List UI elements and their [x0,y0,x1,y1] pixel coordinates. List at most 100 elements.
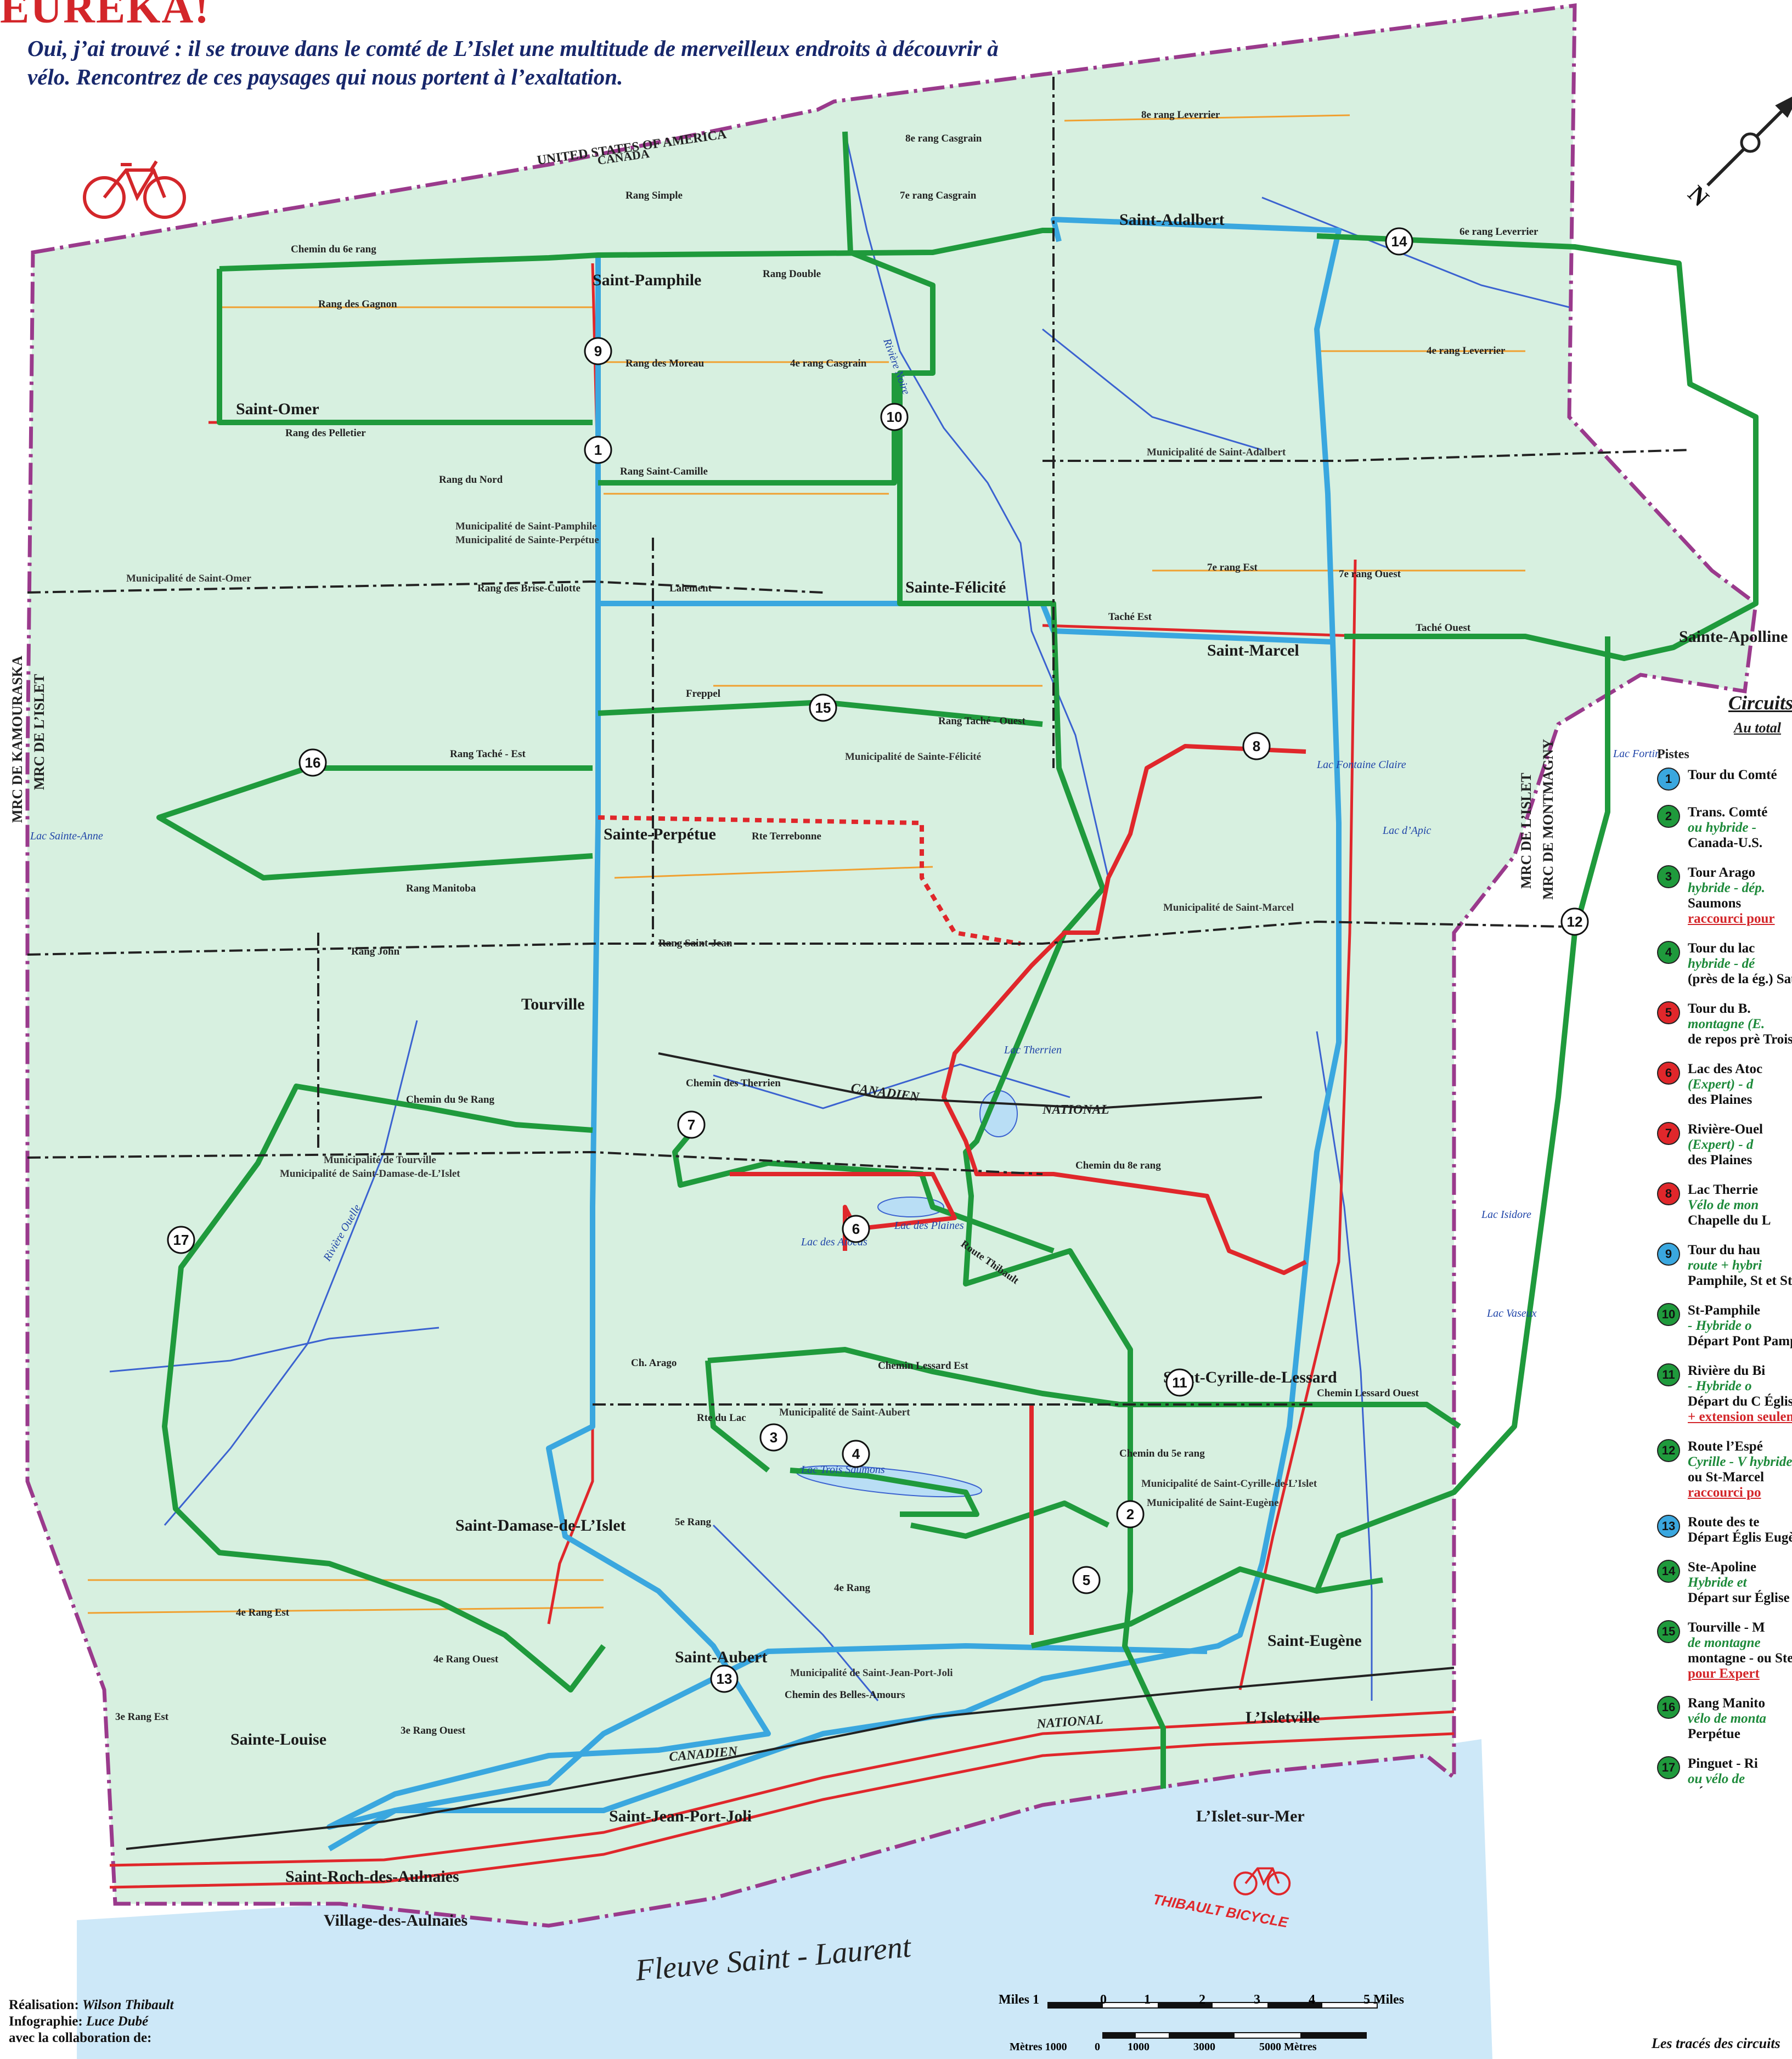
road-label-gagnon: Rang des Gagnon [318,298,397,310]
legend-badge: 2 [1657,805,1680,828]
compass-north-arrow: N [1683,92,1792,212]
boundary-5 [1042,449,1690,462]
circuit-4-path [790,1468,979,1517]
river-misc-2 [1261,196,1570,308]
road-216 [1042,624,1372,638]
legend-badge: 7 [1657,1122,1680,1145]
route-marker-label: 15 [815,700,831,716]
town-saint-jean-port-joli: Saint-Jean-Port-Joli [609,1807,752,1825]
scale-mile-tick: 1 [1144,1993,1151,2007]
road-label-rang-double: Rang Double [763,268,821,280]
route-marker-label: 11 [1172,1374,1187,1391]
water-isidore: Lac Isidore [1481,1209,1531,1221]
road-label-7e-casgrain: 7e rang Casgrain [900,190,977,201]
legend-badge: 16 [1657,1696,1680,1719]
road-label-7e-rang-ouest: 7e rang Ouest [1339,568,1401,580]
road-label-freppel: Freppel [686,688,720,700]
town-sainte-louise: Sainte-Louise [230,1730,326,1748]
road-label-lalement: Lalement [669,583,712,594]
legend-badge: 6 [1657,1062,1680,1085]
scale-bar-graphic [1047,2002,1378,2039]
route-marker-9: 9 [584,337,612,365]
road-label-8e-casgrain: 8e rang Casgrain [905,133,982,144]
legend-badge: 10 [1657,1303,1680,1326]
town-saint-marcel: Saint-Marcel [1207,641,1299,659]
town-saint-pamphile: Saint-Pamphile [593,271,701,289]
scale-mile-tick: 4 [1309,1993,1315,2007]
mrc-west-label-2: MRC DE L’ISLET [31,674,47,790]
road-label-rte-du-lac: Rte du Lac [697,1412,746,1424]
route-marker-label: 9 [594,343,602,359]
road-label-5e-rang-2: 5e Rang [675,1516,711,1528]
muni-sainte-perpetue: Municipalité de Sainte-Perpétue [455,534,599,546]
scale-mile-tick: 0 [1100,1993,1107,2007]
route-marker-8: 8 [1242,732,1271,760]
scale-mile-tick: 2 [1199,1993,1205,2007]
town-isletville: L’Isletville [1246,1708,1320,1727]
road-label-lessard-ouest: Chemin Lessard Ouest [1317,1387,1419,1399]
legend-badge: 1 [1657,768,1680,791]
route-marker-12: 12 [1560,907,1589,936]
road-label-7e-rang-est: 7e rang Est [1207,562,1258,573]
route-marker-label: 17 [173,1232,189,1248]
legend-pistes-label: Pistes [1657,747,1689,761]
town-saint-adalbert: Saint-Adalbert [1119,211,1225,229]
muni-saint-aubert: Municipalité de Saint-Aubert [779,1407,910,1418]
route-marker-13: 13 [710,1665,739,1693]
muni-saint-omer: Municipalité de Saint-Omer [126,573,252,584]
boundary-1 [27,580,824,594]
route-marker-1: 1 [584,436,612,464]
legend-badge: 9 [1657,1243,1680,1266]
muni-saint-marcel: Municipalité de Saint-Marcel [1163,902,1294,913]
road-label-4e-leverrier: 4e rang Leverrier [1427,345,1506,357]
road-label-saint-jean: Rang Saint-Jean [658,938,732,949]
legend-badge: 11 [1657,1363,1680,1386]
road-label-brise-culotte: Rang des Brise-Culotte [477,583,581,594]
road-label-rang-nord: Rang du Nord [439,474,503,486]
route-marker-3: 3 [759,1423,788,1452]
headline: Oui, j’ai trouvé : il se trouve dans le … [27,36,999,89]
circuit-3-path [705,1347,1461,1473]
circuit-9-path [598,601,1334,645]
route-marker-4: 4 [842,1440,870,1468]
road-label-tache-est-2: Taché Est [1108,611,1152,623]
road-label-3e-rang-ouest: 3e Rang Ouest [401,1725,466,1736]
credit-line-3: avec la collaboration de: [9,2030,152,2045]
route-marker-label: 10 [887,409,903,425]
road-20 [109,1710,1455,1867]
route-marker-14: 14 [1385,227,1413,256]
scale-mile-tick: 3 [1254,1993,1260,2007]
legend-badge: 8 [1657,1182,1680,1205]
circuit-1-path [326,217,1342,1830]
circuit-17-path [162,1084,606,1693]
water-therrien: Lac Therrien [1004,1044,1062,1056]
road-label-terrebonne: Rte Terrebonne [752,831,821,842]
circuit-2-path [842,131,1166,1789]
water-sainte-anne: Lac Sainte-Anne [30,830,103,842]
route-marker-17: 17 [167,1226,195,1254]
circuit-13-path [328,1643,1208,1852]
water-trois-saumons: Lac Trois Saumons [801,1464,885,1476]
legend-badge: 12 [1657,1439,1680,1462]
road-label-john: Rang John [351,946,400,957]
circuit-15b-path [598,815,1021,946]
muni-sainte-felicite: Municipalité de Sainte-Félicité [845,751,981,763]
road-label-arago: Ch. Arago [631,1357,677,1369]
muni-saint-jean-port-joli: Municipalité de Saint-Jean-Port-Joli [790,1667,953,1679]
credit-name-2: Luce Dubé [86,2014,149,2029]
route-marker-label: 5 [1083,1572,1090,1588]
road-label-saint-camille: Rang Saint-Camille [620,466,708,477]
